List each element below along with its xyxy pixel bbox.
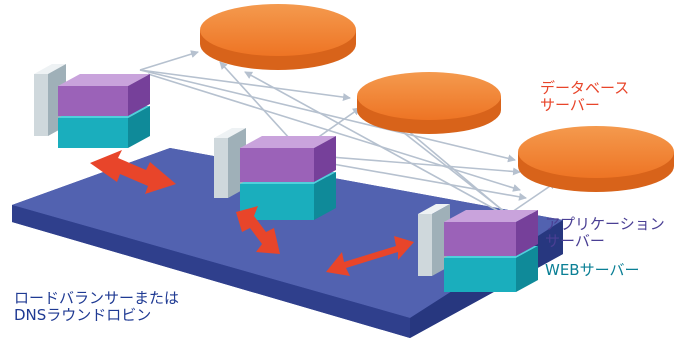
connection-lines [139, 50, 557, 216]
traffic-arrow-1 [90, 150, 176, 194]
database-server-label-line-2: サーバー [540, 96, 600, 114]
web-server-label: WEBサーバー [545, 261, 640, 279]
application-server-label-line-1: アプリケーション [545, 215, 665, 233]
server-stack-3 [418, 204, 538, 292]
application-server-label-line-2: サーバー [545, 232, 605, 250]
application-server-label: アプリケーション サーバー [545, 216, 665, 250]
load-balancer-label: ロードバランサーまたは DNSラウンドロビン [14, 290, 179, 324]
database-server-label: データベース サーバー [540, 80, 629, 114]
traffic-arrow-3 [326, 236, 414, 276]
app-server-box-1 [58, 74, 150, 116]
database-server-3 [518, 126, 674, 192]
database-server-1 [200, 4, 356, 70]
database-server-2 [357, 72, 501, 134]
database-server-label-line-1: データベース [540, 79, 630, 97]
app-server-box-3 [444, 210, 538, 256]
traffic-arrow-2 [236, 206, 280, 254]
load-balancer-label-line-2: DNSラウンドロビン [14, 306, 152, 324]
load-balancer-label-line-1: ロードバランサーまたは [14, 289, 180, 307]
server-stack-1 [34, 64, 150, 148]
traffic-arrows [90, 150, 414, 276]
app-server-box-2 [240, 136, 336, 182]
server-stack-2 [214, 128, 336, 220]
